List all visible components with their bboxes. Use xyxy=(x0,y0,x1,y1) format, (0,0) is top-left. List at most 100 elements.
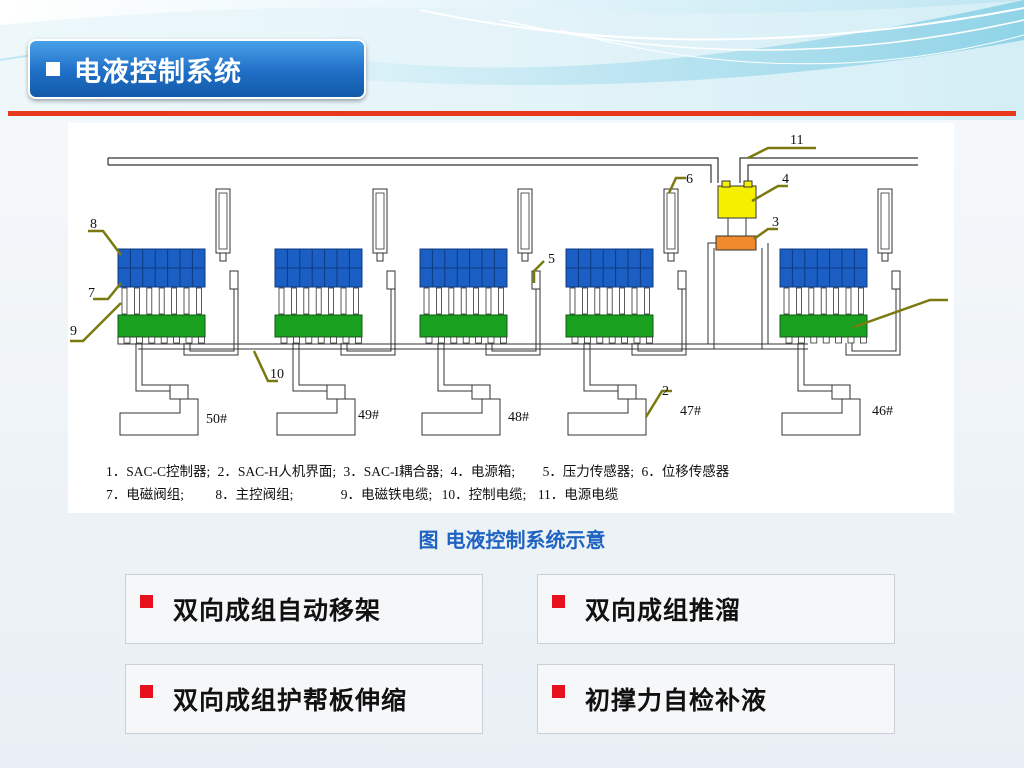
diagram-caption: 图 电液控制系统示意 xyxy=(418,528,606,552)
pressure-sensor xyxy=(677,270,687,290)
solenoid-cable xyxy=(820,287,827,315)
sensor-cable xyxy=(485,273,541,356)
pressure-sensor xyxy=(229,270,239,290)
sensor-cable xyxy=(183,273,239,356)
connector xyxy=(437,336,445,344)
station-labels: 50# 49# 48# 47# 46# xyxy=(206,404,893,427)
connector xyxy=(584,336,591,344)
solenoid-cable xyxy=(606,287,613,315)
hmi-base xyxy=(119,398,199,436)
connector xyxy=(197,336,205,344)
hmi-head xyxy=(471,384,491,400)
connector xyxy=(280,336,288,344)
solenoid-cable xyxy=(435,287,442,315)
connector xyxy=(173,336,180,344)
solenoid-cable xyxy=(448,287,455,315)
solenoid-cable xyxy=(485,287,492,315)
solenoid-cable xyxy=(183,287,190,315)
diagram-svg: 8 7 9 10 5 6 4 3 11 2 50# 49# 48# 47# 46… xyxy=(70,133,948,502)
displacement-sensor-tip xyxy=(667,252,675,262)
feature-bullet-icon xyxy=(140,684,153,698)
callout-7: 7 xyxy=(88,286,95,301)
displacement-sensor-inner xyxy=(666,192,676,250)
section-title-box: 电液控制系统 xyxy=(28,39,366,99)
connector xyxy=(810,336,818,344)
power-box xyxy=(717,185,757,219)
solenoid-cable xyxy=(146,287,153,315)
displacement-sensor xyxy=(663,188,679,254)
callout-10: 10 xyxy=(270,367,284,382)
hmi-base xyxy=(421,398,501,436)
connector xyxy=(499,336,507,344)
solenoid-cable xyxy=(845,287,852,315)
feature-box-auto-advance: 双向成组自动移架 xyxy=(125,574,483,644)
connector xyxy=(292,336,300,344)
station-label-50: 50# xyxy=(206,412,227,427)
station-label-47: 47# xyxy=(680,404,701,419)
solenoid-cable xyxy=(352,287,359,315)
displacement-sensor-tip xyxy=(376,252,384,262)
solenoid-cable xyxy=(158,287,165,315)
solenoid-cable xyxy=(631,287,638,315)
connector xyxy=(330,336,338,344)
connector xyxy=(450,336,458,344)
feature-bullet-icon xyxy=(552,594,565,608)
solenoid-cable xyxy=(278,287,285,315)
solenoid-cable xyxy=(121,287,128,315)
legend-line-2: 7．电磁阀组; 8．主控阀组; 9．电磁铁电缆; 10．控制电缆; 11．电源电… xyxy=(106,487,619,502)
solenoid-cable xyxy=(460,287,467,315)
connector xyxy=(317,336,325,344)
callout-5: 5 xyxy=(548,252,555,267)
connector xyxy=(148,336,156,344)
hmi-head xyxy=(831,384,851,400)
solenoid-cable xyxy=(171,287,177,315)
solenoid-cable xyxy=(134,287,140,315)
pressure-sensor xyxy=(891,270,901,290)
solenoid-cable xyxy=(644,287,650,315)
controller xyxy=(419,314,508,338)
solenoid-cable xyxy=(594,287,601,315)
connector xyxy=(822,336,830,344)
displacement-sensor-tip xyxy=(521,252,529,262)
hmi-head xyxy=(169,384,189,400)
displacement-sensor xyxy=(372,188,388,254)
displacement-sensor-inner xyxy=(218,192,228,250)
feature-label: 双向成组自动移架 xyxy=(173,596,382,625)
connector xyxy=(136,336,143,344)
cable-end xyxy=(117,337,138,345)
displacement-sensor xyxy=(517,188,533,254)
solenoid-cable xyxy=(569,287,576,315)
solenoid-cable xyxy=(328,287,335,315)
system-diagram: 8 7 9 10 5 6 4 3 11 2 50# 49# 48# 47# 46… xyxy=(68,123,954,513)
feature-box-setting-load: 初撑力自检补液 xyxy=(537,664,895,734)
solenoid-cable xyxy=(340,287,347,315)
feature-box-side-guard: 双向成组护帮板伸缩 xyxy=(125,664,483,734)
solenoid-cable xyxy=(423,287,430,315)
displacement-sensor-inner xyxy=(880,192,890,250)
displacement-sensor-inner xyxy=(375,192,385,250)
station-label-49: 49# xyxy=(358,408,379,423)
hmi-cable xyxy=(135,343,170,392)
connector xyxy=(571,336,579,344)
connector xyxy=(305,336,313,344)
connector xyxy=(785,336,793,344)
connector xyxy=(835,336,842,344)
connector xyxy=(798,336,805,344)
title-bullet-icon xyxy=(46,62,60,76)
solenoid-cable xyxy=(833,287,839,315)
solenoid-cable xyxy=(497,287,504,315)
displacement-sensor-tip xyxy=(219,252,227,262)
connector xyxy=(646,336,653,344)
callout-11: 11 xyxy=(790,133,803,148)
solenoid-cable xyxy=(808,287,815,315)
displacement-sensor xyxy=(877,188,893,254)
power-cable xyxy=(107,157,918,183)
displacement-sensor-inner xyxy=(520,192,530,250)
connector xyxy=(160,336,168,344)
connector xyxy=(633,336,641,344)
feature-label: 双向成组推溜 xyxy=(585,596,742,625)
connector xyxy=(342,336,350,344)
controller xyxy=(117,314,206,338)
connector xyxy=(475,336,483,344)
feature-label: 初撑力自检补液 xyxy=(585,686,768,715)
